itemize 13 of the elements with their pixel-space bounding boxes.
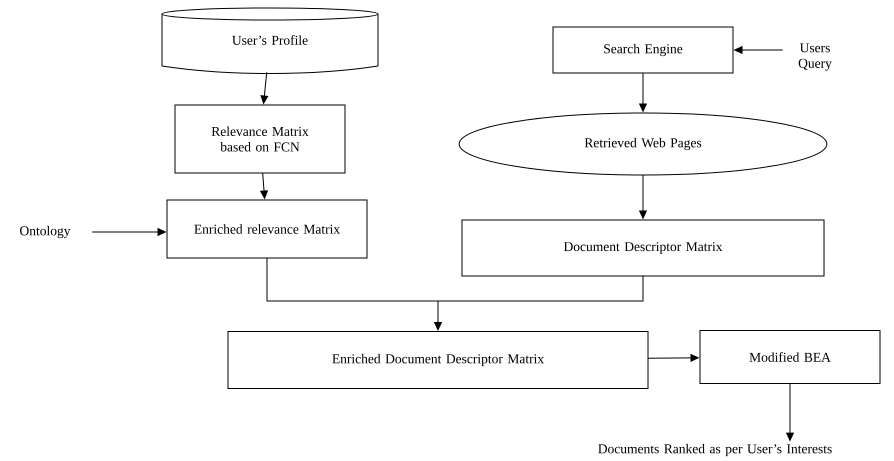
process-box: Relevance Matrix based on FCN	[174, 104, 346, 174]
process-box: Enriched Document Descriptor Matrix	[228, 331, 648, 389]
process-box: Enriched relevance Matrix	[166, 200, 368, 258]
text-label: Documents Ranked as per User’s Interests	[598, 444, 832, 456]
connector-line	[266, 258, 438, 302]
process-box: Modified BEA	[700, 330, 880, 384]
text-label: Ontology	[20, 226, 70, 238]
process-box: Document Descriptor Matrix	[462, 220, 824, 276]
profile-cylinder: User’s Profile	[162, 8, 378, 74]
process-box: Search Engine	[552, 26, 734, 74]
text-label: Users Query	[798, 43, 832, 71]
connector-line	[438, 276, 644, 302]
node-label: User’s Profile	[232, 35, 308, 45]
